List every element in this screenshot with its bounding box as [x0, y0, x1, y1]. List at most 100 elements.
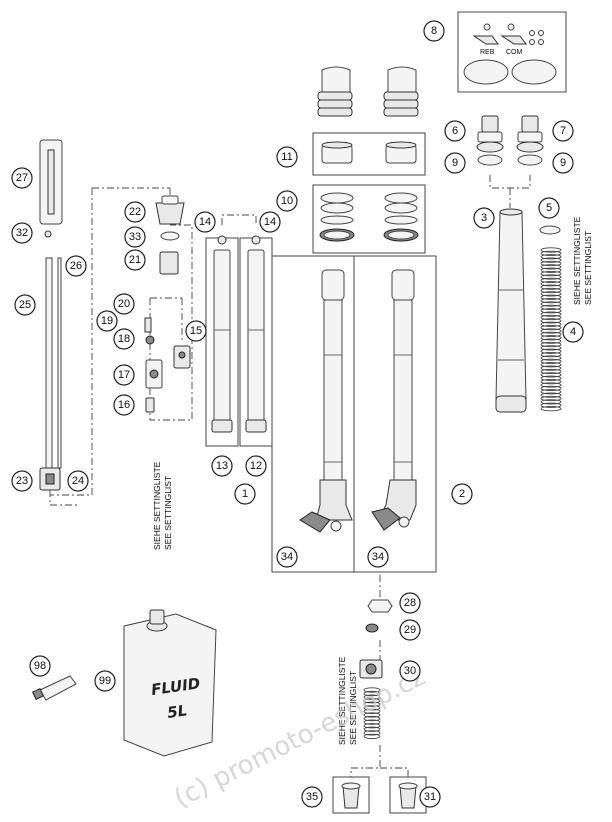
- callout-18: 18: [113, 328, 135, 350]
- callout-circle: [276, 546, 298, 568]
- fluid-volume-label: 5L: [166, 701, 188, 722]
- spring-coil: [540, 338, 562, 344]
- frame-group-8: [457, 11, 567, 93]
- callout-circle: [444, 152, 466, 174]
- callout-number: 14: [199, 216, 211, 228]
- grease-tube-98: [32, 675, 77, 701]
- callout-circle: [211, 455, 233, 477]
- callout-1: 1: [234, 483, 256, 505]
- spring-coil: [540, 399, 562, 405]
- valve-body-21: [159, 251, 179, 275]
- fork-cap-6: [476, 115, 504, 166]
- spring-coil: [540, 368, 562, 375]
- spring-coil: [363, 712, 381, 718]
- callout-24: 24: [67, 470, 89, 492]
- callout-number: 22: [129, 206, 141, 218]
- callout-14: 14: [259, 211, 281, 233]
- callout-number: 2: [459, 488, 465, 500]
- spring-seat-ring-5: [539, 225, 561, 235]
- callout-circle: [276, 146, 298, 168]
- callout-number: 7: [560, 125, 566, 137]
- spring-coil: [540, 358, 562, 365]
- callout-number: 29: [404, 624, 416, 636]
- spring-coil: [540, 314, 562, 321]
- callout-circle: [11, 222, 33, 244]
- spring-coil: [540, 389, 562, 395]
- callout-number: 18: [118, 333, 130, 345]
- oring-32: [44, 230, 52, 238]
- bushing-set-11: [321, 141, 417, 164]
- spring-coil: [540, 274, 562, 280]
- callout-10: 10: [276, 190, 298, 212]
- callout-number: 14: [264, 216, 276, 228]
- spring-coil: [540, 270, 562, 277]
- fork-seal-top-right: [383, 66, 419, 117]
- fork-leg-1: [299, 269, 353, 533]
- callout-number: 12: [250, 460, 262, 472]
- frame-group-10: [312, 184, 426, 254]
- seal-ring-set-10: [319, 192, 419, 242]
- callout-16: 16: [113, 394, 135, 416]
- spring-coil: [540, 321, 562, 327]
- callout-number: 33: [129, 231, 141, 243]
- callout-circle: [124, 249, 146, 271]
- spring-coil: [540, 260, 562, 267]
- callout-circle: [29, 655, 51, 677]
- callout-17: 17: [113, 364, 135, 386]
- spring-coil: [540, 328, 562, 334]
- callout-9: 9: [444, 152, 466, 174]
- callout-number: 21: [129, 254, 141, 266]
- cartridge-12: [245, 235, 267, 433]
- callout-number: 13: [216, 460, 228, 472]
- callout-number: 27: [16, 172, 28, 184]
- callout-circle: [113, 293, 135, 315]
- spring-coil: [540, 351, 562, 358]
- callout-number: 31: [424, 791, 436, 803]
- callout-circle: [399, 660, 421, 682]
- callout-circle: [451, 483, 473, 505]
- callout-14: 14: [194, 211, 216, 233]
- callout-number: 24: [72, 475, 84, 487]
- spring-coil: [540, 297, 562, 304]
- callout-number: 26: [70, 260, 82, 272]
- spring-coil: [540, 355, 562, 361]
- callout-34: 34: [276, 546, 298, 568]
- fork-leg-2: [371, 269, 417, 531]
- cartridge-13: [211, 235, 233, 433]
- callout-circle: [538, 197, 560, 219]
- callout-26: 26: [65, 255, 87, 277]
- note-settinglist-de: SIEHE SETTINGLISTE: [572, 216, 582, 305]
- spring-coil: [540, 382, 562, 388]
- spring-coil: [540, 324, 562, 331]
- spring-coil: [540, 291, 562, 297]
- spring-coil: [363, 719, 381, 725]
- spring-coil: [540, 348, 562, 354]
- valve-15: [173, 345, 191, 369]
- rod-25: [45, 257, 62, 469]
- fork-spring-4: [540, 247, 562, 412]
- spring-coil: [540, 294, 562, 300]
- foot-valve-35: [341, 782, 361, 809]
- callout-number: 17: [118, 369, 130, 381]
- shaft-spring-assembly: [363, 687, 381, 740]
- oring-33: [160, 231, 180, 241]
- spring-coil: [540, 335, 562, 341]
- callout-number: 5: [546, 202, 552, 214]
- callout-25: 25: [14, 294, 36, 316]
- note-settinglist-de: SIEHE SETTINGLISTE: [337, 656, 347, 745]
- spring-coil: [540, 304, 562, 311]
- callout-number: 35: [306, 791, 318, 803]
- frame-group-2: [353, 255, 437, 573]
- callout-13: 13: [211, 455, 233, 477]
- callout-number: 9: [452, 157, 458, 169]
- spring-coil: [540, 284, 562, 290]
- callout-circle: [96, 310, 118, 332]
- callout-35: 35: [301, 786, 323, 808]
- callout-number: 10: [281, 195, 293, 207]
- callout-circle: [562, 321, 584, 343]
- spring-coil: [540, 365, 562, 371]
- connector-6-7: [489, 175, 531, 208]
- callout-99: 99: [94, 670, 116, 692]
- callout-2: 2: [451, 483, 473, 505]
